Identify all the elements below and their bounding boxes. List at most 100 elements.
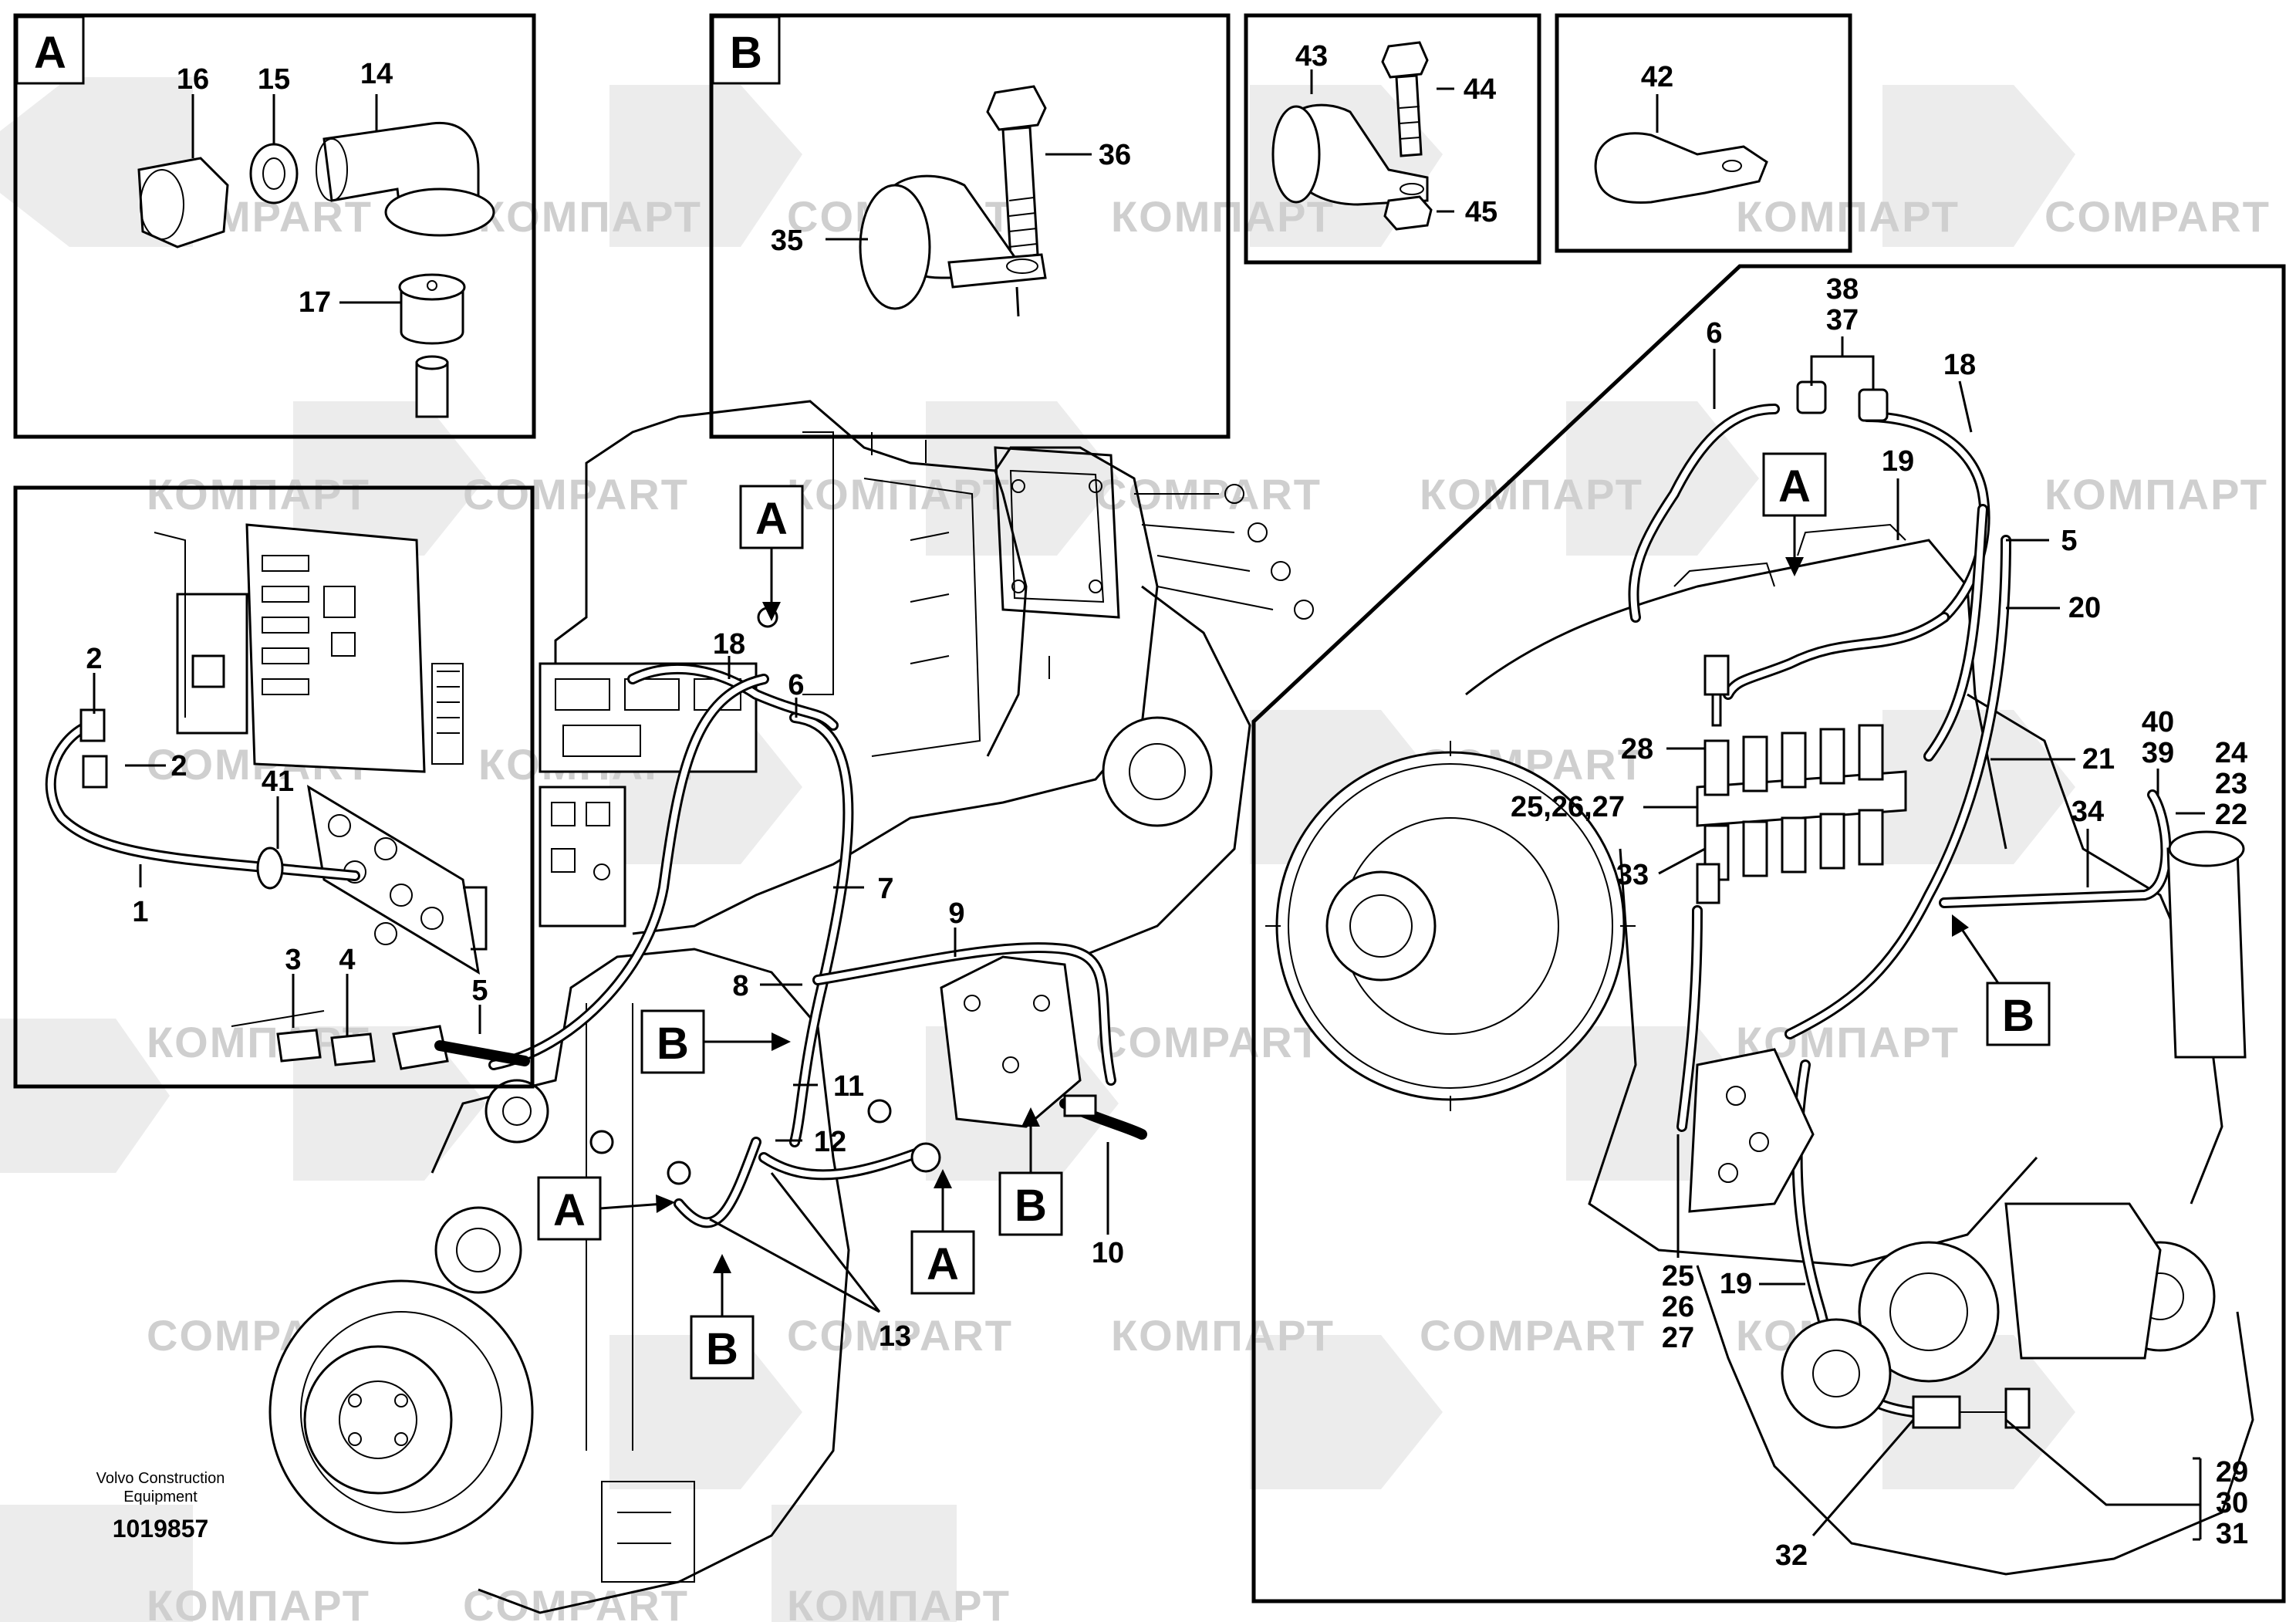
control-valve xyxy=(940,955,1082,1128)
label-32: 32 xyxy=(1775,1539,1808,1572)
connector-29-31 xyxy=(1912,1395,1961,1429)
label-19-lower: 19 xyxy=(1720,1268,1752,1300)
label-21: 21 xyxy=(2082,743,2115,776)
label-8: 8 xyxy=(732,970,748,1002)
label-36: 36 xyxy=(1099,139,1131,171)
label-35: 35 xyxy=(771,225,803,257)
speed-sensor xyxy=(1703,654,1730,696)
footer: Volvo Construction Equipment 1019857 xyxy=(96,1470,225,1543)
label-33: 33 xyxy=(1616,859,1649,891)
connector-5 xyxy=(392,1025,449,1070)
solenoid-block xyxy=(539,786,626,928)
right-detail-view xyxy=(1251,264,2286,1603)
watermark-text: КОМПАРТ xyxy=(787,1581,1011,1622)
detail-a-tag-box xyxy=(15,15,85,85)
detail-panel-a: A 16 15 14 17 xyxy=(13,13,536,439)
detail-panel-b: B 36 35 xyxy=(709,13,1231,439)
label-16: 16 xyxy=(177,63,209,96)
label-23: 23 xyxy=(2215,768,2247,800)
label-43: 43 xyxy=(1295,40,1328,73)
watermark-text: КОМПАРТ xyxy=(147,470,370,519)
watermark-text: COMPART xyxy=(463,470,689,519)
label-18-right: 18 xyxy=(1943,349,1976,381)
label-1: 1 xyxy=(132,896,148,928)
fitting-3 xyxy=(276,1029,322,1063)
label-41: 41 xyxy=(262,765,294,798)
label-9: 9 xyxy=(948,897,964,930)
label-6-right: 6 xyxy=(1706,317,1722,350)
label-10: 10 xyxy=(1092,1237,1124,1269)
callout-a-right-label: A xyxy=(1778,461,1811,512)
detail-b-tag: B xyxy=(730,28,762,78)
fitting-4 xyxy=(330,1032,376,1066)
watermark-text: КОМПАРТ xyxy=(1420,470,1643,519)
callout-a-lower-center-label: A xyxy=(927,1239,959,1289)
detail-panel-cable: 2 2 41 1 3 4 5 xyxy=(13,485,535,1089)
transmission-main-illustration xyxy=(268,400,1314,1614)
label-28: 28 xyxy=(1621,733,1653,765)
callout-b-lower-right-label: B xyxy=(1015,1181,1047,1231)
output-yoke xyxy=(1858,1241,2000,1383)
callout-b-lower xyxy=(690,1315,755,1380)
callout-b-lower-right xyxy=(998,1171,1063,1236)
callout-b-left-label: B xyxy=(657,1019,689,1069)
label-7: 7 xyxy=(877,873,893,905)
washer-15 xyxy=(249,143,299,204)
watermark-text: COMPART xyxy=(1096,1018,1322,1066)
part-labels: 18 6 7 9 8 11 12 13 10 6 38 37 18 19 5 2… xyxy=(709,273,2248,1572)
detail-panel-clamp-42: 42 xyxy=(1555,13,1852,253)
callout-a-top xyxy=(739,485,804,549)
label-39: 39 xyxy=(2142,737,2174,769)
label-13: 13 xyxy=(879,1320,911,1353)
callout-a-lower-left-label: A xyxy=(553,1185,586,1235)
breather-canister xyxy=(2166,847,2247,1059)
callout-a-top-label: A xyxy=(755,494,788,544)
bolt-44 xyxy=(1381,41,1429,79)
hose-13 xyxy=(674,1137,761,1228)
label-31: 31 xyxy=(2216,1518,2248,1550)
label-37: 37 xyxy=(1826,304,1859,336)
bolt-36 xyxy=(986,85,1047,131)
label-34: 34 xyxy=(2071,796,2104,828)
callout-boxes: A B A B A B A B xyxy=(537,452,2051,1380)
doc-number: 1019857 xyxy=(113,1515,209,1543)
watermark-text: COMPART xyxy=(1420,1311,1646,1360)
harness-19 xyxy=(1723,612,1950,700)
label-42: 42 xyxy=(1641,61,1673,93)
plug-17 xyxy=(400,284,464,345)
connector-plugs xyxy=(1696,724,1884,904)
label-5-left: 5 xyxy=(471,975,488,1007)
label-2-lower: 2 xyxy=(171,750,187,782)
mounting-plate xyxy=(306,785,481,975)
watermark-text: КОМПАРТ xyxy=(147,1581,370,1622)
watermark-text: КОМПАРТ xyxy=(1111,1311,1335,1360)
watermark-text: КОМПАРТ xyxy=(478,192,702,241)
label-18-main: 18 xyxy=(713,628,745,661)
label-24: 24 xyxy=(2215,737,2247,769)
label-17: 17 xyxy=(299,286,331,319)
watermark-text: КОМПАРТ xyxy=(1736,192,1960,241)
valve-body-lower xyxy=(1688,1048,1815,1213)
label-5-right: 5 xyxy=(2061,525,2077,557)
gasket xyxy=(994,446,1120,619)
credit-line-1: Volvo Construction xyxy=(96,1470,225,1487)
label-45: 45 xyxy=(1465,196,1497,228)
credit-line-2: Equipment xyxy=(123,1489,198,1505)
label-3: 3 xyxy=(285,944,301,976)
callout-b-right xyxy=(1986,982,2051,1046)
label-27: 27 xyxy=(1662,1322,1694,1354)
label-14: 14 xyxy=(360,58,393,90)
label-25: 25 xyxy=(1662,1260,1694,1293)
label-29: 29 xyxy=(2216,1456,2248,1489)
label-25-26-27-upper: 25,26,27 xyxy=(1511,791,1625,823)
detail-a-tag: A xyxy=(34,28,66,78)
label-40: 40 xyxy=(2142,706,2174,738)
label-30: 30 xyxy=(2216,1487,2248,1519)
label-11: 11 xyxy=(833,1070,864,1103)
grommet-41 xyxy=(256,846,284,890)
label-20: 20 xyxy=(2068,592,2101,624)
nut-45 xyxy=(1383,195,1433,231)
label-12: 12 xyxy=(814,1126,846,1158)
label-2-upper: 2 xyxy=(86,643,102,675)
output-flange xyxy=(303,1345,453,1495)
